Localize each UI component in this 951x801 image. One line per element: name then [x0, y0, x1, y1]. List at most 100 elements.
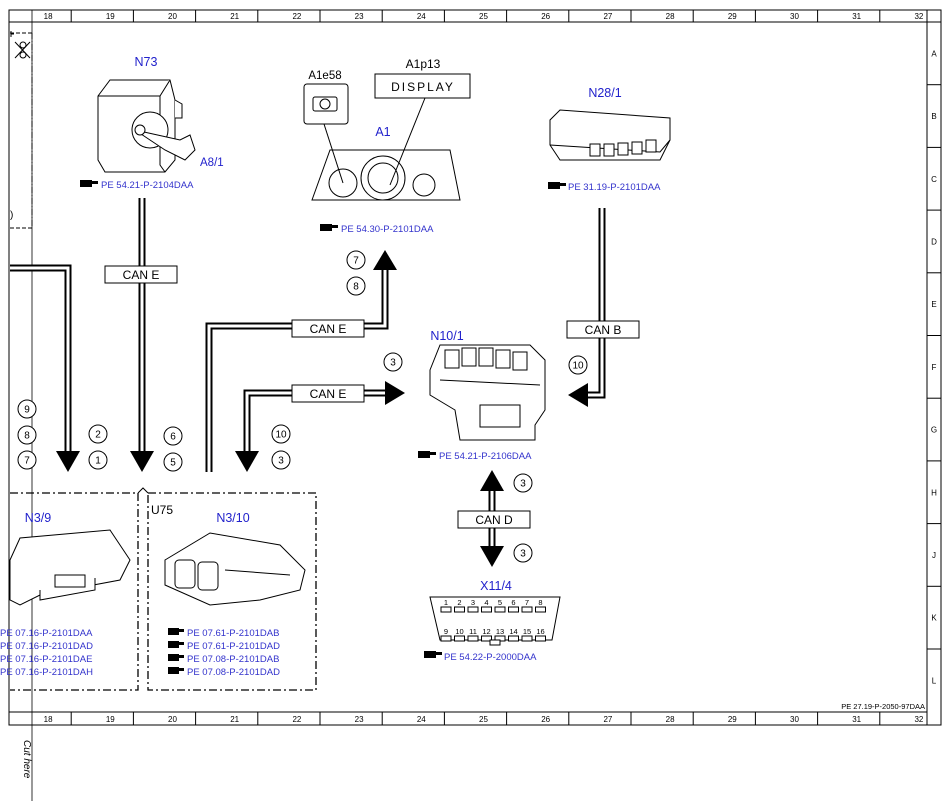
column-number: 30: [790, 12, 799, 21]
obd-pin-number: 13: [496, 627, 504, 636]
circled-number: 2: [88, 424, 108, 444]
n3-9-label: N3/9: [25, 511, 51, 525]
arrowheads: [56, 250, 588, 567]
svg-text:10: 10: [572, 361, 584, 372]
obd-pin: [521, 635, 533, 642]
circled-number: 5: [163, 452, 183, 472]
obd-pin-number: 11: [469, 627, 477, 636]
pointing-hand-icon: [80, 180, 98, 187]
n10-1-ref-link[interactable]: PE 54.21-P-2106DAA: [439, 451, 532, 462]
row-letter: C: [931, 175, 937, 184]
column-number: 23: [355, 12, 364, 21]
column-number: 28: [666, 715, 675, 724]
circled-number: 7: [17, 450, 37, 470]
svg-text:3: 3: [390, 358, 396, 369]
ecu-ref-link[interactable]: PE 07.08-P-2101DAD: [187, 667, 280, 678]
scissors-icon: [10, 31, 31, 59]
u75-group-box: [10, 492, 317, 691]
a1-label: A1: [375, 125, 390, 139]
column-number: 32: [914, 715, 923, 724]
a1-ref-link[interactable]: PE 54.30-P-2101DAA: [341, 224, 434, 235]
obd-pin: [521, 606, 533, 613]
row-letter: F: [932, 363, 937, 372]
obd-pin-number: 8: [538, 598, 542, 607]
row-letter: E: [931, 300, 936, 309]
n73-label: N73: [135, 55, 158, 69]
column-number: 20: [168, 12, 177, 21]
column-number: 18: [44, 12, 53, 21]
column-number: 28: [666, 12, 675, 21]
circled-number: 3: [513, 473, 533, 493]
a8-1-label: A8/1: [200, 157, 224, 169]
circled-number: 10: [271, 424, 291, 444]
column-number: 27: [603, 715, 612, 724]
ecu-ref-link[interactable]: PE 07.16-P-2101DAD: [0, 641, 93, 652]
cut-here-label: Cut here: [21, 740, 32, 779]
svg-text:CAN D: CAN D: [475, 513, 513, 527]
ecu-ref-link[interactable]: PE 07.16-P-2101DAE: [0, 654, 92, 665]
ignition-lock-n73: N73 A8/1 PE 54.21-P-2104DAA: [80, 55, 224, 191]
pointing-hand-icon: [424, 651, 442, 658]
row-letter: K: [931, 614, 937, 623]
row-letter: L: [932, 676, 937, 685]
obd-pin-number: 10: [455, 627, 463, 636]
svg-text:8: 8: [24, 431, 30, 442]
obd-pin-number: 6: [511, 598, 515, 607]
n10-1-label: N10/1: [430, 329, 463, 343]
svg-text:3: 3: [520, 549, 526, 560]
circled-number: 3: [513, 543, 533, 563]
svg-text:CAN E: CAN E: [310, 322, 347, 336]
obd-pin: [440, 606, 452, 613]
obd-pin-number: 3: [471, 598, 475, 607]
svg-text:10: 10: [275, 430, 287, 441]
n73-ref-link[interactable]: PE 54.21-P-2104DAA: [101, 180, 194, 191]
bus-label-can-e-n73: CAN E: [104, 265, 178, 284]
column-number: 26: [541, 715, 550, 724]
ecu-ref-link[interactable]: PE 07.61-P-2101DAD: [187, 641, 280, 652]
circled-number: 1: [88, 450, 108, 470]
svg-text:3: 3: [278, 456, 284, 467]
svg-text:5: 5: [170, 458, 176, 469]
obd-pin: [454, 606, 465, 613]
column-number: 27: [603, 12, 612, 21]
ecu-ref-link[interactable]: PE 07.16-P-2101DAH: [0, 667, 93, 678]
n28-1-ref-link[interactable]: PE 31.19-P-2101DAA: [568, 182, 661, 193]
column-number: 23: [355, 715, 364, 724]
ecu-ref-link[interactable]: PE 07.16-P-2101DAA: [0, 628, 93, 639]
row-letter: A: [931, 49, 937, 58]
column-number: 25: [479, 715, 488, 724]
obd-pin: [535, 635, 546, 642]
row-letter: D: [931, 237, 937, 246]
column-number: 22: [292, 715, 301, 724]
circled-number: 8: [346, 276, 366, 296]
bus-label-can-e-a1: CAN E: [291, 319, 365, 338]
column-number: 26: [541, 12, 550, 21]
ecu-ref-link[interactable]: PE 07.08-P-2101DAB: [187, 654, 279, 665]
row-letter: J: [932, 551, 936, 560]
obd-pin-number: 12: [482, 627, 490, 636]
x11-4-ref-link[interactable]: PE 54.22-P-2000DAA: [444, 652, 537, 663]
row-letter: G: [931, 426, 937, 435]
column-number: 29: [728, 12, 737, 21]
column-number: 30: [790, 715, 799, 724]
svg-text:CAN E: CAN E: [310, 387, 347, 401]
bus-label-can-d: CAN D: [457, 510, 531, 529]
column-number: 31: [852, 12, 861, 21]
instrument-cluster-a1: A1e58 A1p13 DISPLAY A1 PE 54.30-P-2101DA…: [303, 57, 471, 235]
svg-text:1: 1: [95, 456, 101, 467]
obd-pin: [535, 606, 546, 613]
obd-pin-number: 4: [484, 598, 488, 607]
column-number: 21: [230, 715, 239, 724]
svg-text:CAN B: CAN B: [585, 323, 622, 337]
u75-label: U75: [151, 503, 173, 517]
ecu-ref-link[interactable]: PE 07.61-P-2101DAB: [187, 628, 279, 639]
obd-pin-number: 1: [444, 598, 448, 607]
svg-text:): ): [10, 210, 13, 221]
display-text: DISPLAY: [391, 80, 455, 94]
circled-number: 9: [17, 399, 37, 419]
column-number: 19: [106, 12, 115, 21]
obd-pin: [467, 635, 479, 642]
n3-10-label: N3/10: [216, 511, 249, 525]
